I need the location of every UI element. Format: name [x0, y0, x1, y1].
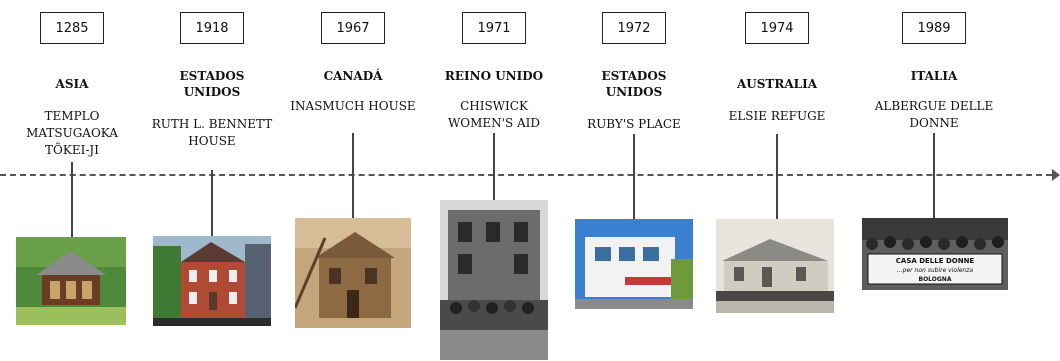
- country-label: ASIA: [55, 77, 89, 91]
- country-label: CANADÁ: [323, 69, 383, 83]
- timeline-stem: [71, 162, 73, 238]
- country-label: REINO UNIDO: [444, 69, 544, 83]
- year-box: 1989: [902, 12, 966, 44]
- timeline-stem: [211, 170, 213, 238]
- country-label: ESTADOS UNIDOS: [601, 69, 667, 99]
- group-photo: [440, 200, 548, 360]
- banner-line-1: CASA DELLE DONNE: [896, 257, 975, 265]
- timeline-stem: [493, 133, 495, 200]
- country-label: ESTADOS UNIDOS: [179, 69, 245, 99]
- temple-photo: [16, 237, 126, 325]
- banner-line-2: ...per non subire violenza: [897, 267, 973, 274]
- brick-house-photo: [153, 236, 271, 326]
- place-label: ELSIE REFUGE: [728, 109, 826, 123]
- timeline-stem: [776, 134, 778, 220]
- year-box: 1974: [745, 12, 809, 44]
- place-label: TEMPLO MATSUGAOKA TÕKEI-JI: [26, 109, 118, 157]
- sepia-house-photo: [295, 218, 411, 328]
- country-label: ITALIA: [910, 69, 958, 83]
- country-label: AUSTRALIA: [736, 77, 817, 91]
- place-label: CHISWICK WOMEN'S AID: [447, 99, 541, 130]
- timeline-stem: [633, 134, 635, 220]
- year-box: 1972: [602, 12, 666, 44]
- protest-banner-photo: CASA DELLE DONNE ...per non subire viole…: [862, 218, 1008, 290]
- timeline-stem: [933, 133, 935, 219]
- timeline-axis: [0, 174, 1052, 176]
- place-label: INASMUCH HOUSE: [290, 99, 416, 113]
- place-label: RUTH L. BENNETT HOUSE: [151, 117, 273, 148]
- place-label: ALBERGUE DELLE DONNE: [874, 99, 994, 130]
- year-box: 1285: [40, 12, 104, 44]
- timeline-arrowhead: [1052, 169, 1060, 181]
- modern-building-photo: [575, 219, 693, 309]
- banner-line-3: BOLOGNA: [919, 276, 952, 283]
- place-label: RUBY'S PLACE: [587, 117, 681, 131]
- year-box: 1918: [180, 12, 244, 44]
- cottage-photo: [716, 219, 834, 313]
- year-box: 1971: [462, 12, 526, 44]
- timeline-stem: [352, 133, 354, 219]
- year-box: 1967: [321, 12, 385, 44]
